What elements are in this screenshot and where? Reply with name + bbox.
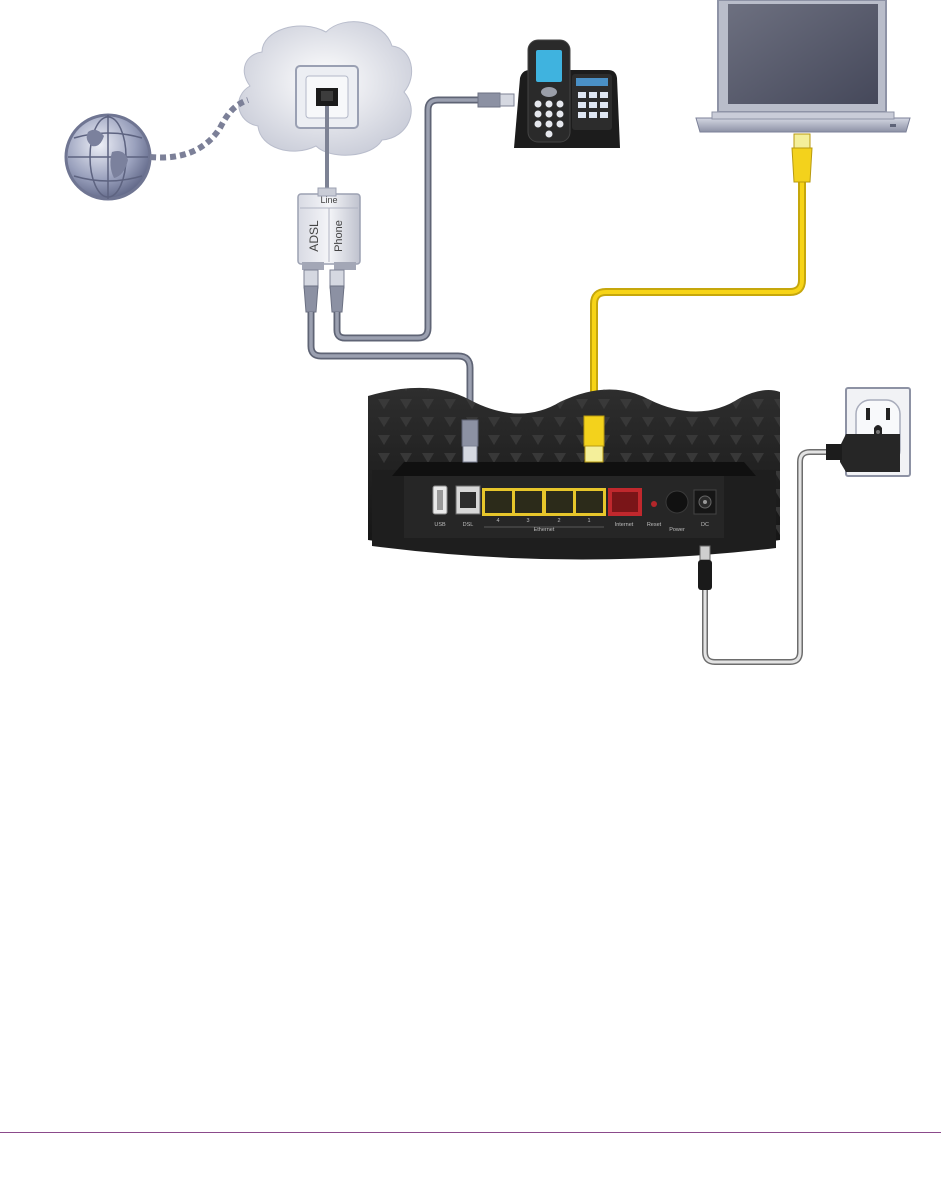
laptop-icon <box>696 0 910 132</box>
router-dsl-plug <box>462 420 478 462</box>
lan2-label: 2 <box>557 518 560 524</box>
power-label: Power <box>669 527 685 533</box>
power-button <box>666 491 688 513</box>
router-ethernet-plug <box>584 416 604 462</box>
lan-port-4 <box>485 491 512 513</box>
lan4-label: 4 <box>496 518 499 524</box>
dc-label: DC <box>701 522 709 528</box>
lan-port-3 <box>515 491 542 513</box>
internet-connection-line <box>150 100 248 158</box>
ethernet-cable <box>594 180 802 420</box>
power-connector <box>698 546 712 590</box>
lan-port-1 <box>576 491 603 513</box>
laptop-ethernet-plug <box>792 134 812 182</box>
usb-label: USB <box>434 522 446 528</box>
footer-divider <box>0 1132 941 1133</box>
reset-label: Reset <box>647 522 662 528</box>
lan-port-2 <box>546 491 573 513</box>
dsl-label: DSL <box>463 522 474 528</box>
internet-label: Internet <box>615 522 634 528</box>
router: USB DSL 4 3 2 1 Ethernet Internet Reset … <box>368 388 780 560</box>
telephone-plug <box>478 93 514 107</box>
splitter-phone-label: Phone <box>333 220 345 252</box>
splitter-adsl-label: ADSL <box>307 220 321 252</box>
ethernet-ports <box>482 488 606 516</box>
splitter-adsl-plug <box>304 270 318 312</box>
power-adapter-icon <box>826 434 900 472</box>
splitter-phone-plug <box>330 270 344 312</box>
reset-button <box>651 501 657 507</box>
globe-icon <box>66 115 150 199</box>
ethernet-group-label: Ethernet <box>534 527 555 533</box>
adsl-splitter: Line ADSL Phone <box>298 188 360 270</box>
telephone-icon <box>514 40 620 148</box>
lan3-label: 3 <box>526 518 529 524</box>
lan1-label: 1 <box>587 518 590 524</box>
splitter-line-label: Line <box>320 195 337 205</box>
